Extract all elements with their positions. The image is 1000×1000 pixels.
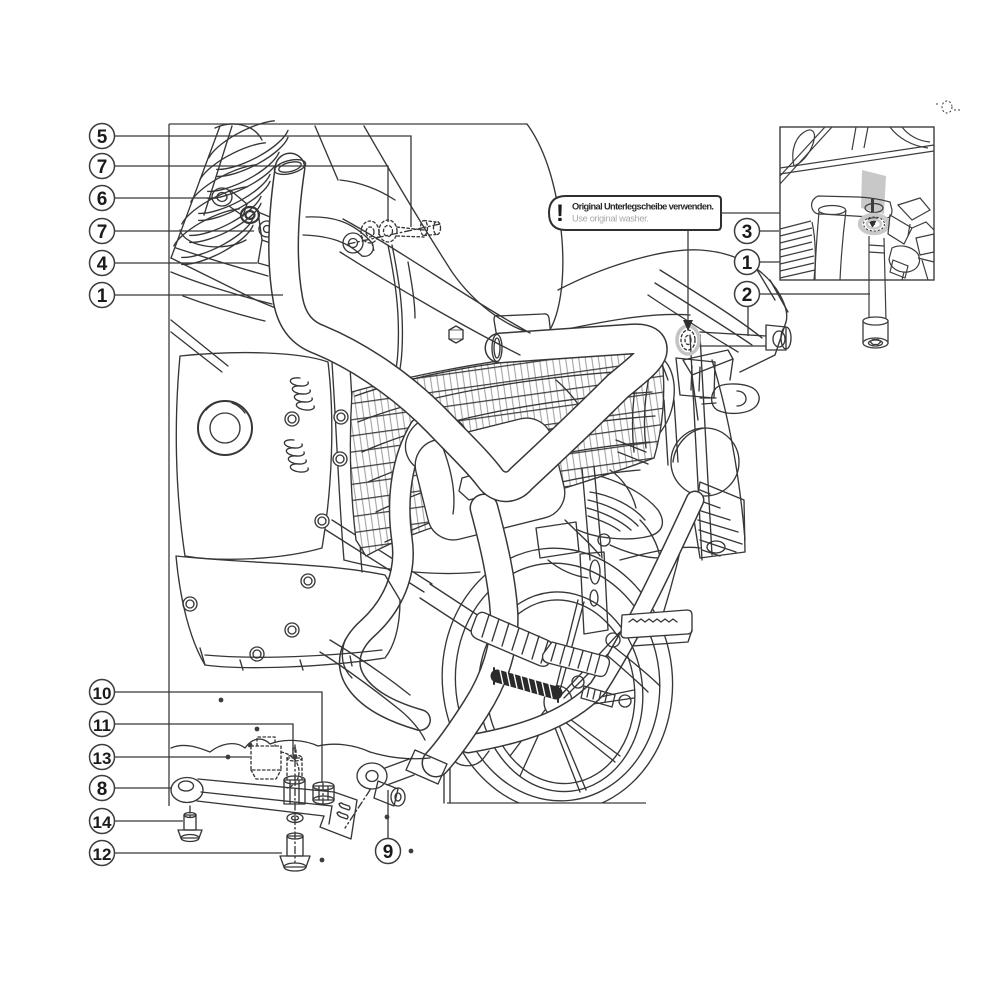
svg-text:!: !	[556, 200, 564, 227]
svg-text:Original Unterlegscheibe verwe: Original Unterlegscheibe verwenden.	[572, 202, 714, 212]
svg-text:7: 7	[97, 222, 108, 243]
svg-text:14: 14	[93, 813, 112, 832]
svg-text:7: 7	[97, 157, 108, 178]
svg-text:9: 9	[383, 842, 394, 863]
svg-text:5: 5	[97, 127, 108, 148]
svg-text:11: 11	[93, 716, 111, 735]
svg-text:10: 10	[93, 684, 112, 703]
svg-text:1: 1	[97, 286, 108, 307]
svg-text:2: 2	[742, 285, 753, 306]
svg-text:12: 12	[93, 845, 112, 864]
svg-text:6: 6	[97, 189, 108, 210]
svg-text:8: 8	[97, 779, 108, 800]
svg-text:Use original washer.: Use original washer.	[572, 214, 649, 224]
svg-text:3: 3	[742, 222, 753, 243]
svg-text:1: 1	[742, 253, 753, 274]
svg-text:13: 13	[93, 749, 112, 768]
svg-text:4: 4	[97, 254, 108, 275]
